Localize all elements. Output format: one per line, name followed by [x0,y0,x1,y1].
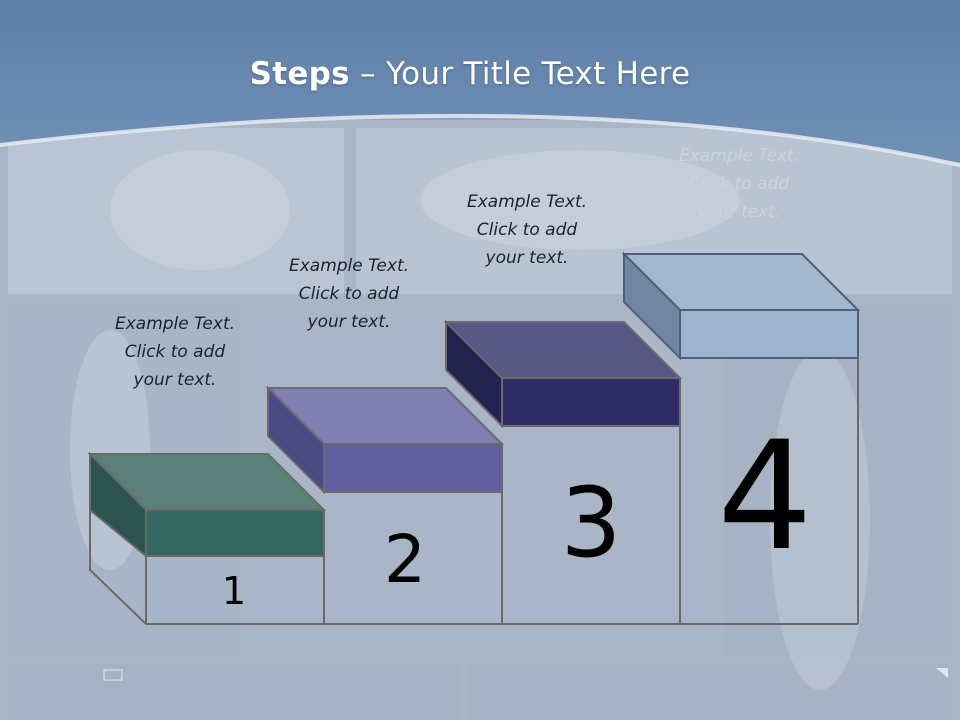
caption-line: Example Text. [114,314,236,334]
caption-line: Example Text. [678,146,800,166]
slide-title[interactable]: Steps – Your Title Text Here [0,56,940,92]
step-lines [323,358,859,624]
step-4-block [621,251,861,361]
caption-line: Click to add [298,284,400,304]
step-3-number: 3 [560,467,622,579]
caption-line: Click to add [476,220,578,240]
step-4-caption[interactable]: Example Text. Click to add your text. [654,142,824,226]
step-1-caption[interactable]: Example Text. Click to add your text. [90,310,260,394]
caption-line: Example Text. [288,256,410,276]
caption-line: your text. [697,202,781,222]
caption-line: your text. [133,370,217,390]
title-rest: – Your Title Text Here [349,56,691,92]
step-1-block [87,451,327,559]
caption-line: Example Text. [466,192,588,212]
step-2-block [265,385,505,495]
caption-line: Click to add [688,174,790,194]
step-2-number: 2 [384,521,426,598]
step-2-caption[interactable]: Example Text. Click to add your text. [264,252,434,336]
caption-line: your text. [307,312,391,332]
title-bold: Steps [249,56,350,92]
caption-line: your text. [485,248,569,268]
step-3-block [443,319,683,429]
caption-line: Click to add [124,342,226,362]
step-3-caption[interactable]: Example Text. Click to add your text. [442,188,612,272]
step-1-number: 1 [221,569,247,613]
step-4-number: 4 [717,410,813,584]
